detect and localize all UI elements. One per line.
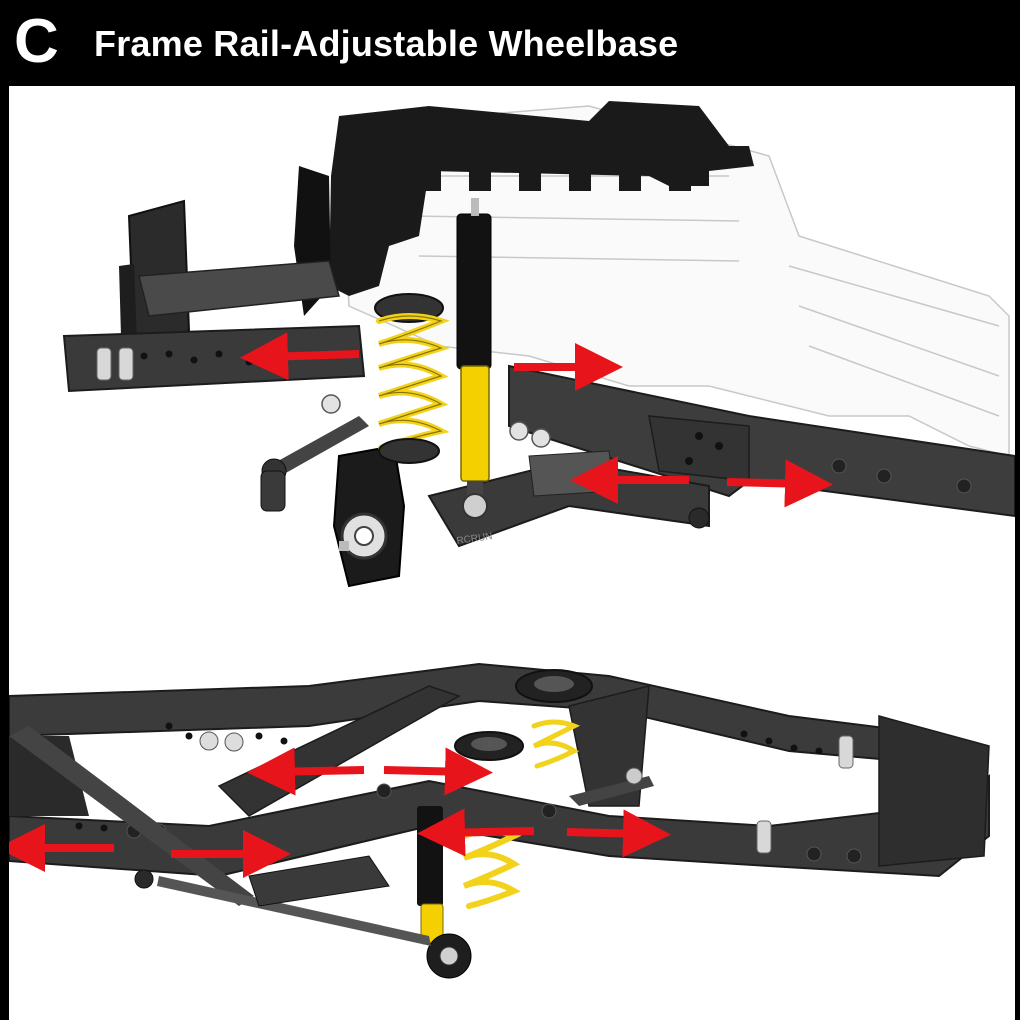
arrow-right-icon [383,747,493,796]
brand-mark: RCRUN [456,531,493,547]
adjust-arrows-top [240,332,833,508]
arrow-left-icon [417,808,535,857]
top-view: RCRUN [62,101,1015,588]
arrow-right-icon [566,809,671,858]
arrow-left-icon [247,747,365,796]
coil-spring [461,719,581,909]
arrow-left-icon [240,332,360,381]
shock-absorber [456,198,492,519]
coil-spring [374,293,450,464]
illustration-panel: RCRUN [9,86,1015,1020]
trailing-arm [9,726,654,946]
page-title: Frame Rail-Adjustable Wheelbase [94,23,679,64]
adjust-arrows-bottom [9,747,671,878]
steering-knuckle [332,444,406,588]
bottom-view [9,662,990,979]
frame-rail-main [508,364,1015,518]
chassis-illustration: RCRUN [9,101,1015,979]
frame-rail-rear [138,260,340,317]
header-bar: C Frame Rail-Adjustable Wheelbase [0,0,1020,86]
bolt-cluster [321,394,551,448]
section-badge: C [14,7,59,76]
arrow-right-icon [726,459,833,508]
radiator [119,199,191,343]
tie-rod [260,416,369,512]
